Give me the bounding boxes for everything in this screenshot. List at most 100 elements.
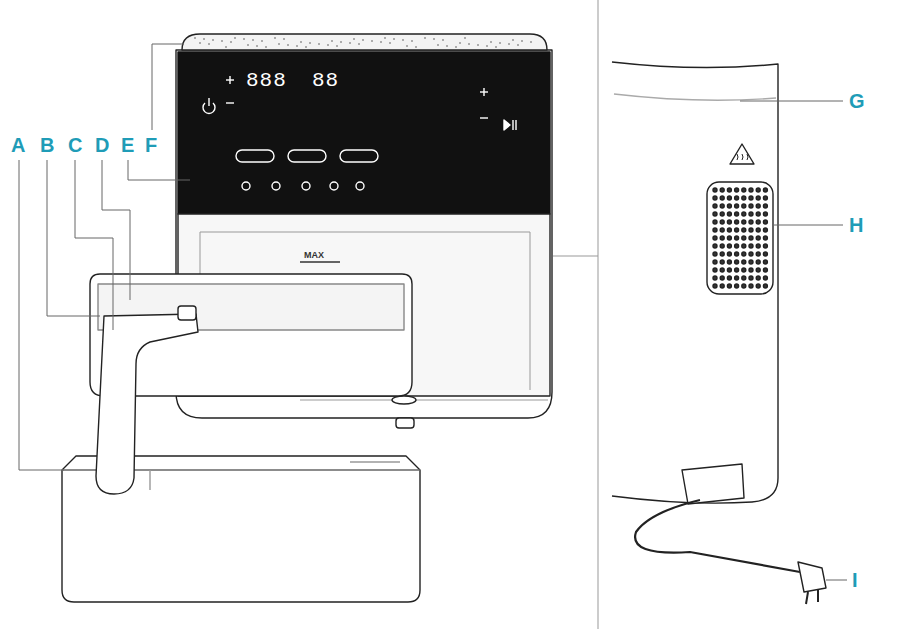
vent-hole	[713, 260, 717, 264]
side-rim	[614, 94, 776, 100]
grille-dot	[512, 39, 514, 41]
vent-hole	[727, 204, 731, 208]
vent-hole	[735, 212, 739, 216]
vent-hole	[749, 204, 753, 208]
vent-hole	[727, 188, 731, 192]
leader-line	[128, 160, 190, 180]
heat-waves	[737, 154, 748, 160]
grille-dot	[194, 37, 196, 39]
grille-dot	[371, 40, 373, 42]
vent-hole	[720, 268, 724, 272]
vent-hole	[713, 188, 717, 192]
vent-dots	[713, 188, 767, 288]
vent-hole	[727, 268, 731, 272]
grille-dot	[415, 46, 417, 48]
vent-hole	[720, 244, 724, 248]
grille-dot	[247, 44, 249, 46]
base-line	[300, 399, 548, 400]
grille-dot	[517, 44, 519, 46]
vent-hole	[756, 252, 760, 256]
vent-hole	[756, 188, 760, 192]
vent-hole	[735, 244, 739, 248]
vent-hole	[727, 212, 731, 216]
grille-dot	[327, 44, 329, 46]
display-digits: 888	[246, 70, 287, 91]
vent-hole	[720, 212, 724, 216]
vent-hole	[749, 196, 753, 200]
grille-dot	[305, 46, 307, 48]
view-link	[553, 256, 598, 257]
grille-dot	[490, 41, 492, 43]
inner-edge	[530, 232, 531, 390]
grille-dot	[468, 43, 470, 45]
vent-hole	[727, 284, 731, 288]
vent-hole	[756, 228, 760, 232]
vent-hole	[749, 276, 753, 280]
hot-surface-symbol	[730, 144, 754, 164]
vent-hole	[735, 260, 739, 264]
vent-hole	[749, 268, 753, 272]
max-line	[300, 261, 340, 262]
grille-dot	[340, 41, 342, 43]
vent-hole	[749, 212, 753, 216]
grille-dot	[358, 43, 360, 45]
vent-hole	[749, 284, 753, 288]
vent-hole	[742, 204, 746, 208]
grille-dot	[424, 37, 426, 39]
grille-dot	[411, 40, 413, 42]
part-letter: B	[40, 135, 54, 155]
grille-dot	[243, 38, 245, 40]
vent-hole	[727, 252, 731, 256]
vent-hole	[756, 276, 760, 280]
grille-dot	[508, 43, 510, 45]
grille-dot	[318, 43, 320, 45]
vent-hole	[727, 196, 731, 200]
vent-hole	[756, 204, 760, 208]
vent-hole	[720, 284, 724, 288]
vent-hole	[720, 196, 724, 200]
panel-divider	[598, 0, 599, 629]
grille-dot	[521, 40, 523, 42]
grille-dot	[265, 46, 267, 48]
vent-hole	[742, 212, 746, 216]
grille-dot	[353, 38, 355, 40]
vent-hole	[742, 236, 746, 240]
grille-dot	[230, 41, 232, 43]
leader-line	[740, 101, 843, 102]
leader-line	[152, 44, 184, 130]
basket-handle	[96, 314, 198, 494]
vent-hole	[749, 244, 753, 248]
cord-clip	[682, 464, 744, 504]
vent-hole	[756, 268, 760, 272]
vent-hole	[756, 284, 760, 288]
vent-hole	[763, 212, 767, 216]
vent-hole	[742, 260, 746, 264]
vent-hole	[763, 220, 767, 224]
grille-dot	[495, 46, 497, 48]
plug	[798, 562, 826, 592]
grille-dot	[384, 37, 386, 39]
vent-hole	[756, 244, 760, 248]
part-letter: H	[849, 215, 863, 235]
grille-dot	[199, 42, 201, 44]
part-letter: I	[852, 570, 858, 590]
vent-hole	[727, 260, 731, 264]
leader-line	[773, 225, 843, 226]
grille-dot	[296, 45, 298, 47]
grille-dot	[455, 46, 457, 48]
vent-hole	[749, 188, 753, 192]
vent-hole	[742, 228, 746, 232]
vent-hole	[763, 236, 767, 240]
vent-hole	[763, 260, 767, 264]
part-letter: A	[11, 135, 25, 155]
grille-dot	[203, 38, 205, 40]
grille-dot	[380, 41, 382, 43]
vent-hole	[735, 204, 739, 208]
grille-dot	[486, 45, 488, 47]
grille-dot	[477, 44, 479, 46]
leader-line	[75, 160, 113, 330]
grille-dot	[336, 45, 338, 47]
leader-line	[19, 160, 64, 470]
grille-dot	[212, 39, 214, 41]
